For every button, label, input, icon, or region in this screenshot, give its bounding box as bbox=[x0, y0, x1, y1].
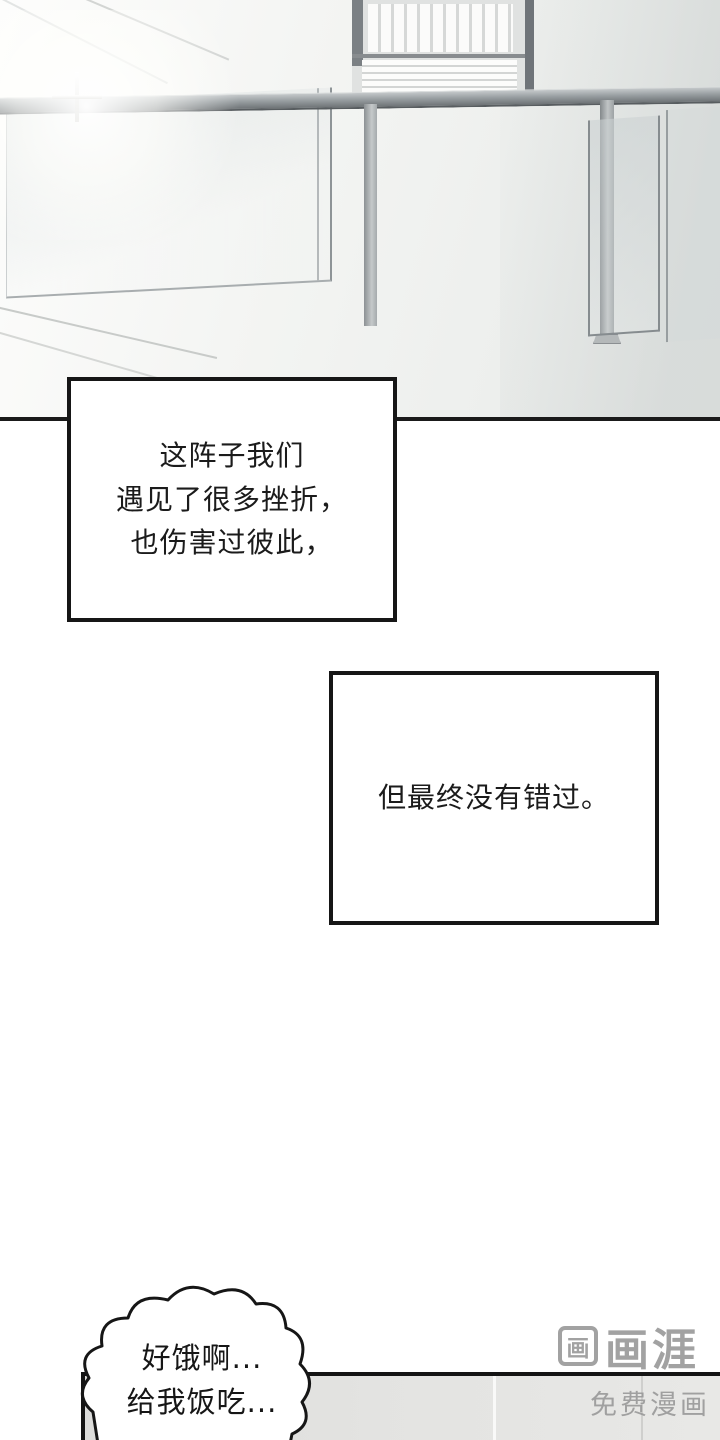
watermark-brand: 画涯 bbox=[605, 1325, 699, 1376]
speech-line: 好饿啊... bbox=[141, 1341, 263, 1375]
wall-seam bbox=[493, 1376, 496, 1440]
papers-stack bbox=[362, 60, 517, 93]
glass-panel-far-right bbox=[666, 105, 720, 343]
floor-shadow-line bbox=[0, 303, 218, 359]
wall-seam bbox=[641, 1376, 643, 1440]
bookshelf bbox=[352, 0, 534, 96]
sunlight-glare bbox=[0, 10, 260, 240]
speech-line: 给我饭吃... bbox=[126, 1385, 278, 1420]
floor-shadow-line bbox=[0, 324, 167, 382]
narration-line: 这阵子我们 bbox=[159, 439, 305, 473]
speech-bubble bbox=[81, 1285, 311, 1440]
narration-line: 也伤害过彼此， bbox=[130, 526, 334, 560]
watermark-row: 画 画涯 bbox=[558, 1314, 710, 1378]
railing-post-left bbox=[364, 104, 377, 326]
narration-line: 但最终没有错过。 bbox=[377, 781, 610, 815]
glass-panel-right bbox=[588, 115, 660, 337]
narration-box-1: 这阵子我们 遇见了很多挫折， 也伤害过彼此， bbox=[67, 377, 397, 622]
huaya-logo-icon: 画 bbox=[558, 1326, 598, 1366]
speech-text: 好饿啊... 给我饭吃... bbox=[112, 1336, 292, 1424]
narration-box-2: 但最终没有错过。 bbox=[329, 671, 659, 925]
lens-flare-icon bbox=[52, 72, 102, 122]
shelf-frame-edge bbox=[352, 0, 363, 66]
speech-bubble-outline bbox=[81, 1285, 311, 1440]
glass-edge-line bbox=[317, 88, 319, 281]
scene-panel bbox=[0, 0, 720, 421]
watermark: 画 画涯 免费漫画 bbox=[558, 1314, 710, 1422]
watermark-tagline: 免费漫画 bbox=[590, 1390, 710, 1421]
books-row bbox=[368, 4, 513, 52]
shelf-divider bbox=[352, 54, 525, 58]
narration-line: 遇见了很多挫折， bbox=[115, 482, 348, 516]
